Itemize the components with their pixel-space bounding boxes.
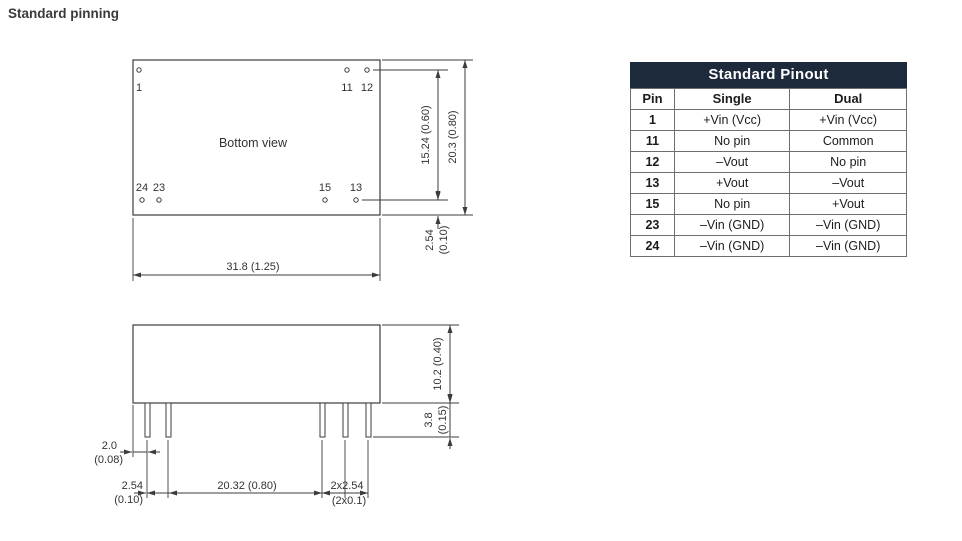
dim-label-2x2-54-mm: 2x2.54 (330, 480, 363, 492)
pinout-table: Standard Pinout Pin Single Dual 1 +Vin (… (630, 62, 907, 257)
pin-number: 11 (630, 130, 675, 152)
single-function: +Vin (Vcc) (673, 109, 791, 131)
pin-number: 23 (630, 214, 675, 236)
side-pin (319, 402, 326, 438)
bottom-view-extension-lines (132, 59, 473, 281)
pinout-grid: Pin Single Dual 1 +Vin (Vcc) +Vin (Vcc) … (630, 88, 907, 257)
dim-label-20-3: 20.3 (0.80) (447, 110, 459, 163)
pin-hole-1 (136, 67, 142, 73)
single-function: +Vout (673, 172, 791, 194)
dual-function: –Vin (GND) (789, 235, 907, 257)
single-function: –Vout (673, 151, 791, 173)
pin-hole-13 (353, 197, 359, 203)
table-header-row: Pin Single Dual (630, 88, 907, 110)
pin-hole-12 (364, 67, 370, 73)
table-row: 23 –Vin (GND) –Vin (GND) (630, 214, 907, 236)
pin-hole-15 (322, 197, 328, 203)
bottom-view-outline (132, 59, 381, 216)
dim-label-2x2-54-in: (2x0.1) (332, 495, 366, 507)
table-row: 13 +Vout –Vout (630, 172, 907, 194)
dim-label-20-32: 20.32 (0.80) (217, 480, 276, 492)
dim-label-10-2: 10.2 (0.40) (432, 337, 444, 390)
pin-number: 24 (630, 235, 675, 257)
side-pin (365, 402, 372, 438)
column-header-single: Single (673, 88, 791, 110)
table-row: 1 +Vin (Vcc) +Vin (Vcc) (630, 109, 907, 131)
pin-number: 13 (630, 172, 675, 194)
bottom-view-label: Bottom view (219, 136, 288, 150)
pin-hole-23 (156, 197, 162, 203)
dual-function: No pin (789, 151, 907, 173)
side-view-dimension-lines (120, 325, 453, 496)
dim-label-2-0-in: (0.08) (94, 454, 123, 466)
pin-label-24: 24 (136, 182, 148, 194)
side-view-outline (132, 324, 381, 404)
bottom-view-pin-holes (136, 67, 370, 203)
dim-label-3-8-in: (0.15) (437, 406, 449, 435)
side-pin (342, 402, 349, 438)
pin-number: 12 (630, 151, 675, 173)
dual-function: –Vin (GND) (789, 214, 907, 236)
pin-label-13: 13 (350, 182, 362, 194)
dim-label-2-0-mm: 2.0 (102, 440, 117, 452)
dual-function: –Vout (789, 172, 907, 194)
dim-label-31-8: 31.8 (1.25) (226, 261, 279, 273)
dim-label-2-54-in: (0.10) (438, 226, 450, 255)
column-header-pin: Pin (630, 88, 675, 110)
side-view-pins (144, 402, 372, 438)
pin-hole-11 (344, 67, 350, 73)
dual-function: +Vout (789, 193, 907, 215)
pin-label-23: 23 (153, 182, 165, 194)
side-view (120, 324, 459, 498)
dim-label-pitch-in: (0.10) (114, 494, 143, 506)
dim-label-2-54-mm: 2.54 (424, 229, 436, 250)
column-header-dual: Dual (789, 88, 907, 110)
single-function: –Vin (GND) (673, 214, 791, 236)
pin-label-11: 11 (341, 82, 352, 94)
single-function: –Vin (GND) (673, 235, 791, 257)
table-row: 12 –Vout No pin (630, 151, 907, 173)
dim-label-15-24: 15.24 (0.60) (420, 105, 432, 164)
dim-label-3-8-mm: 3.8 (423, 412, 435, 427)
pin-label-1: 1 (136, 82, 142, 94)
pin-hole-24 (139, 197, 145, 203)
dual-function: +Vin (Vcc) (789, 109, 907, 131)
single-function: No pin (673, 193, 791, 215)
table-row: 15 No pin +Vout (630, 193, 907, 215)
side-pin (165, 402, 172, 438)
side-view-extension-lines (132, 324, 459, 498)
single-function: No pin (673, 130, 791, 152)
side-pin (144, 402, 151, 438)
pin-label-15: 15 (319, 182, 331, 194)
table-row: 24 –Vin (GND) –Vin (GND) (630, 235, 907, 257)
dual-function: Common (789, 130, 907, 152)
pin-number: 15 (630, 193, 675, 215)
bottom-view-dimension-lines (133, 60, 468, 278)
dim-label-pitch-mm: 2.54 (122, 480, 143, 492)
table-row: 11 No pin Common (630, 130, 907, 152)
page-title: Standard pinning (8, 6, 119, 21)
pin-number: 1 (630, 109, 675, 131)
bottom-view (132, 59, 473, 281)
pin-label-12: 12 (361, 82, 373, 94)
pinout-table-title: Standard Pinout (630, 62, 907, 88)
